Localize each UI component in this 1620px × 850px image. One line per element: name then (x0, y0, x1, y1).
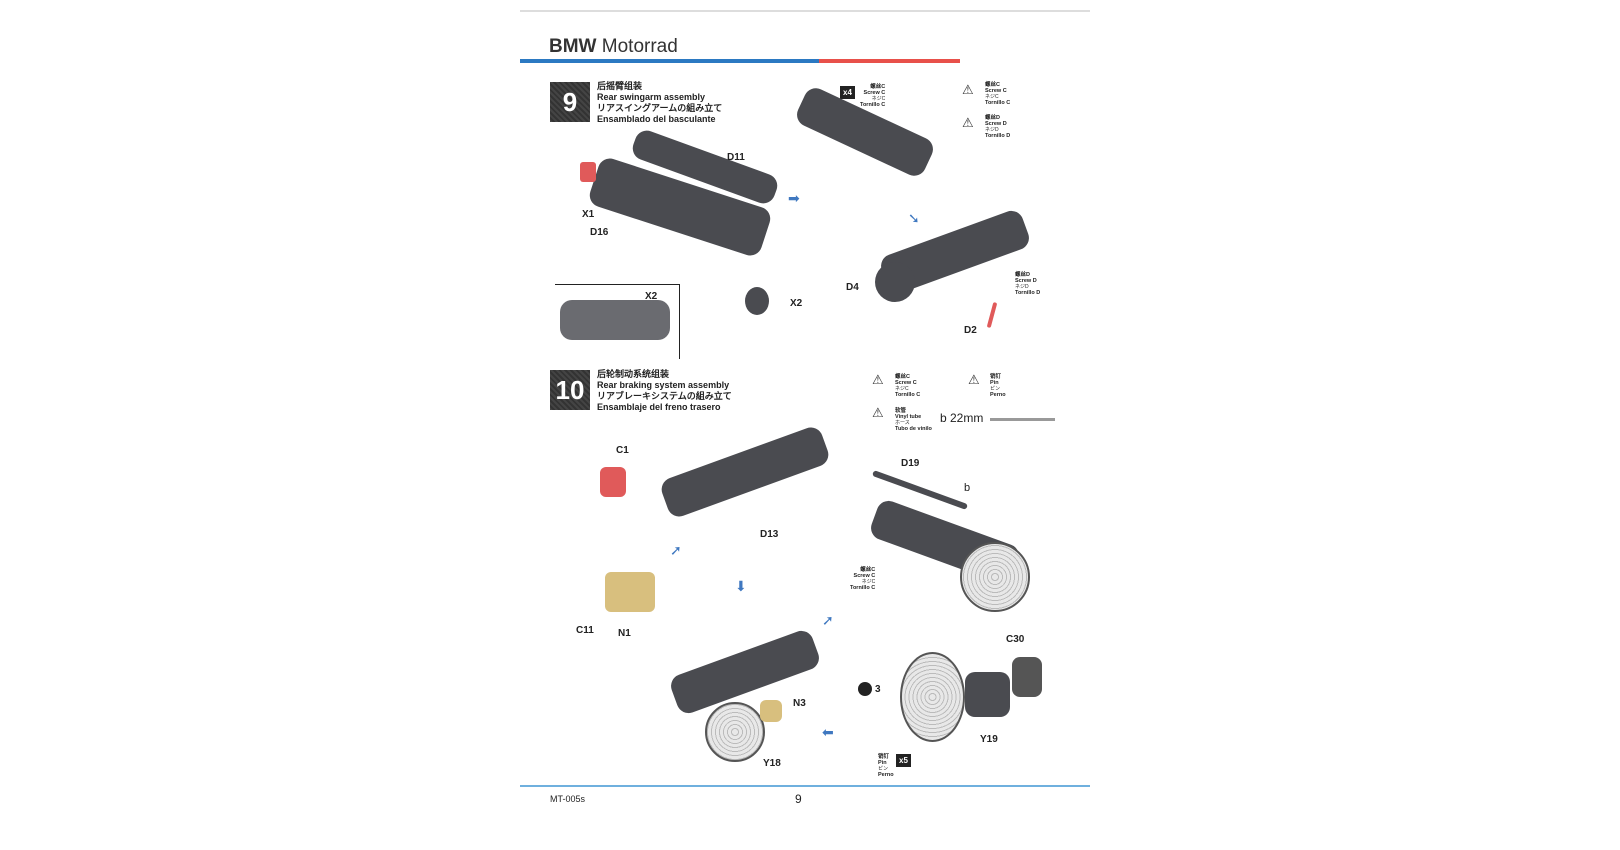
label-x2: X2 (790, 298, 803, 309)
arrow-icon: ➡ (788, 190, 800, 206)
header-stripe (520, 59, 960, 63)
x2-part (745, 287, 769, 315)
label-n3: N3 (793, 698, 806, 709)
brake-disc-2 (705, 702, 765, 762)
caliper-n1 (605, 572, 655, 612)
step-9-badge: 9 (550, 82, 590, 122)
label-x2-inset: X2 (645, 291, 658, 302)
brake-disc (960, 542, 1030, 612)
caliper-n3 (760, 700, 782, 722)
tube-length: b 22mm (940, 411, 984, 425)
label-d16: D16 (590, 227, 609, 238)
page-number: 9 (795, 792, 802, 806)
brand-title: BMW Motorrad (549, 36, 678, 57)
arrow-icon: ➘ (908, 210, 920, 226)
warning-icon: ⚠ (962, 82, 974, 97)
step-10-badge: 10 (550, 370, 590, 410)
label-w3: 3 (875, 684, 881, 695)
hub-part (875, 262, 915, 302)
inset-part (560, 300, 670, 340)
screw-d-part (986, 301, 998, 329)
swingarm-part-4 (658, 424, 832, 520)
x1-part (580, 162, 596, 182)
detail-inset: X2 (555, 284, 680, 359)
label-c30: C30 (1006, 634, 1025, 645)
warning-icon: ⚠ (962, 115, 974, 130)
label-d13: D13 (760, 529, 779, 540)
sprocket-y19 (965, 672, 1010, 717)
c30-part (1012, 657, 1042, 697)
arrow-icon: ➚ (822, 612, 834, 628)
label-y19: Y19 (980, 734, 998, 745)
arrow-icon: ➚ (670, 542, 682, 558)
label-d2: D2 (964, 325, 977, 336)
warning-icon: ⚠ (968, 372, 980, 387)
label-c11: C11 (576, 625, 594, 636)
c1-part (600, 467, 626, 497)
footer-line (520, 785, 1090, 787)
tube-graphic (990, 418, 1055, 421)
arrow-icon: ⬇ (735, 578, 747, 594)
warning-icon: ⚠ (872, 372, 884, 387)
label-c1: C1 (616, 445, 629, 456)
label-y18: Y18 (763, 758, 781, 769)
model-code: MT-005s (550, 794, 586, 804)
warning-icon: ⚠ (872, 405, 884, 420)
qty-badge: x4 (840, 86, 855, 99)
label-x1: X1 (582, 209, 595, 220)
label-d19: D19 (901, 458, 920, 469)
label-b: b (964, 482, 971, 494)
label-n1: N1 (618, 628, 631, 639)
label-d11: D11 (727, 152, 745, 163)
arrow-icon: ⬅ (822, 724, 834, 740)
label-d4: D4 (846, 282, 859, 293)
brake-disc-3 (900, 652, 965, 742)
qty-badge-10: x5 (896, 754, 911, 767)
w-badge-icon (858, 682, 872, 696)
